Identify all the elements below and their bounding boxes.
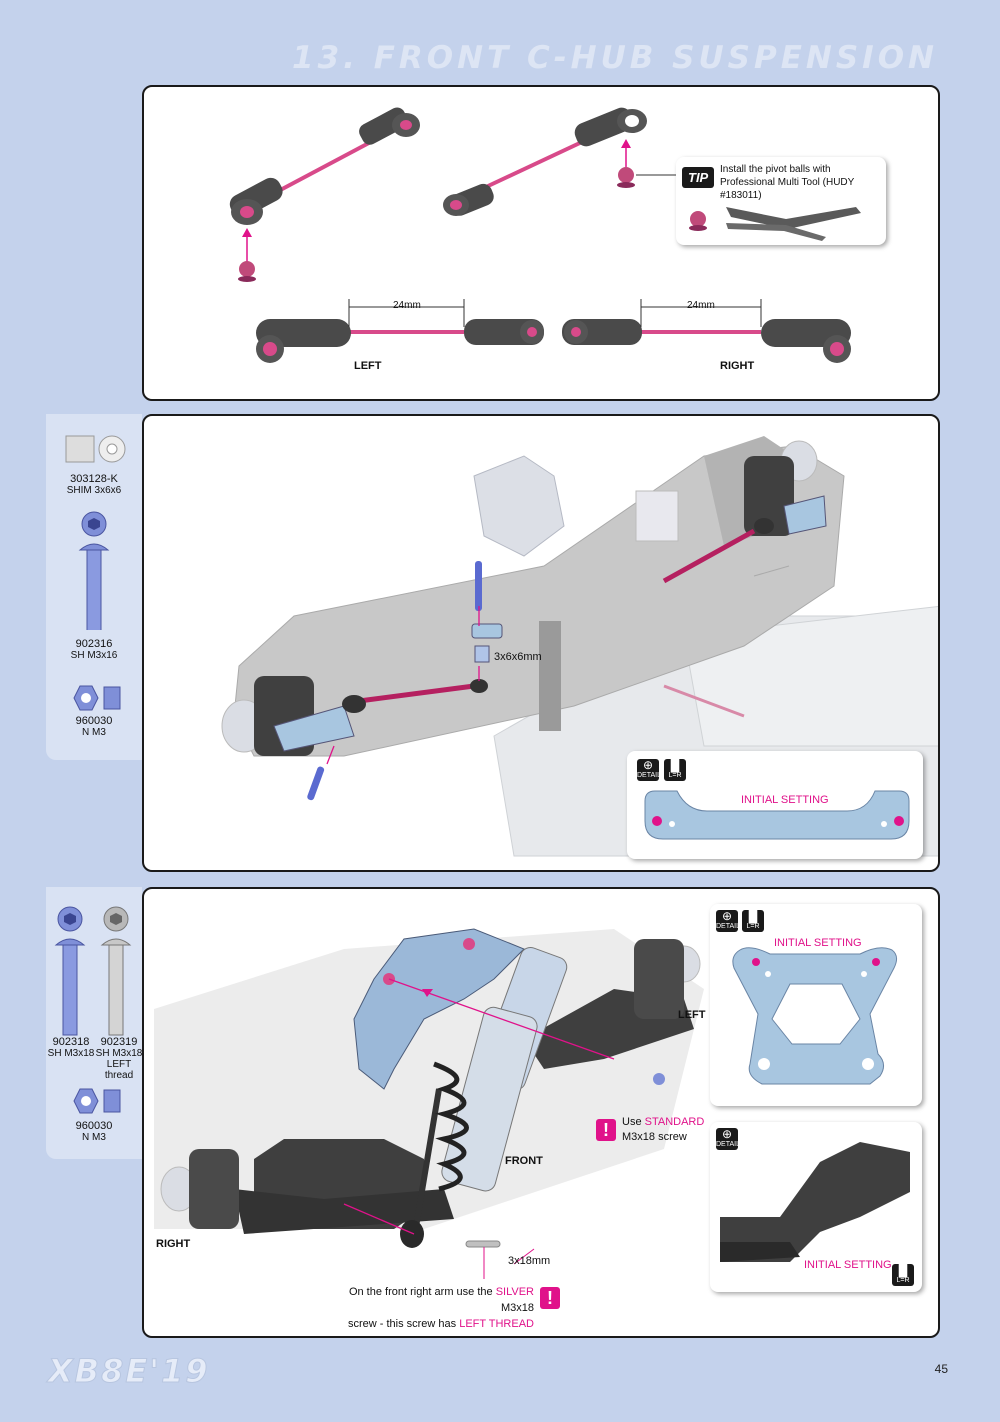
- nut-m3-icon: [73, 1088, 121, 1114]
- part-desc: N M3: [82, 727, 106, 738]
- step-panel-turnbuckles: 24mm 24mm LEFT RIGHT TIP Install the piv…: [142, 85, 940, 401]
- shim-icon: [65, 435, 126, 463]
- label-right: RIGHT: [720, 360, 755, 372]
- label-left: LEFT: [678, 1009, 706, 1021]
- left-equals-right-icon: ▐▌L=R: [892, 1264, 914, 1286]
- initial-setting-label: INITIAL SETTING: [741, 794, 829, 806]
- turnbuckle-illustration: [229, 107, 851, 363]
- brand-logo: XB8E'19: [48, 1352, 210, 1391]
- parts-bag-step3: 902318 SH M3x18 902319 SH M3x18 LEFT thr…: [46, 887, 142, 1159]
- part-code: 902316: [75, 638, 113, 650]
- part-code: 303128-K: [70, 473, 118, 485]
- nut-m3-icon: [73, 685, 121, 711]
- detail-icon: ⊕DETAIL: [637, 758, 661, 781]
- label-left: LEFT: [354, 360, 382, 372]
- chassis-illustration: [221, 436, 938, 857]
- step-panel-chassis-links: 3x6x6mm ⊕DETAIL ▐▌L=R INITIAL SETTING: [142, 414, 940, 872]
- warning-icon: !: [540, 1287, 560, 1309]
- shock-tower-drawing: [732, 947, 898, 1085]
- part-desc: SH M3x16: [70, 650, 118, 661]
- parts-bag-step2: 303128-K SHIM 3x6x6 902316 SH M3x16 9600…: [46, 414, 142, 760]
- shock-tower-initial-setting-inset: ⊕DETAIL ▐▌L=R INITIAL SETTING: [710, 904, 922, 1106]
- tip-box: TIP Install the pivot balls with Profess…: [676, 157, 886, 245]
- part-desc-2: LEFT thread: [104, 1059, 134, 1081]
- dimension-right: 24mm: [687, 300, 715, 311]
- lower-arm-initial-setting-inset: ⊕DETAIL INITIAL SETTING ▐▌L=R: [710, 1122, 922, 1292]
- part-code: 960030: [75, 715, 113, 727]
- screws-m3x18-icon: [54, 906, 132, 1036]
- detail-icon: ⊕DETAIL: [716, 909, 740, 932]
- detail-icon: ⊕DETAIL: [716, 1127, 740, 1150]
- part-960030-label: 960030 N M3: [46, 1120, 142, 1144]
- label-front: FRONT: [505, 1155, 543, 1167]
- left-equals-right-icon: ▐▌L=R: [664, 759, 686, 781]
- part-902316-label: 902316 SH M3x16: [46, 638, 142, 662]
- part-902319-label: 902319 SH M3x18 LEFT thread: [94, 1036, 144, 1082]
- part-902318-label: 902318 SH M3x18: [46, 1036, 96, 1060]
- part-960030-label: 960030 N M3: [46, 715, 142, 739]
- multi-tool-icon: [689, 207, 861, 241]
- callout-screw-3x18: 3x18mm: [508, 1255, 551, 1267]
- label-right: RIGHT: [156, 1238, 191, 1250]
- shock-assembly-illustration: [154, 928, 704, 1279]
- lower-arm-drawing: [720, 1142, 910, 1262]
- initial-setting-plate-inset: ⊕DETAIL ▐▌L=R INITIAL SETTING: [627, 751, 923, 859]
- use-standard-note: Use STANDARD M3x18 screw: [622, 1116, 705, 1143]
- part-code: 902319: [100, 1036, 138, 1048]
- screw-m3x16-icon: [78, 511, 110, 630]
- initial-setting-label: INITIAL SETTING: [774, 937, 862, 949]
- tip-badge: TIP: [682, 167, 715, 188]
- part-303128-label: 303128-K SHIM 3x6x6: [46, 473, 142, 497]
- initial-setting-label: INITIAL SETTING: [804, 1259, 892, 1271]
- warning-icon: !: [596, 1119, 616, 1141]
- part-code: 960030: [75, 1120, 113, 1132]
- part-desc: SH M3x18: [47, 1048, 95, 1059]
- dimension-left: 24mm: [393, 300, 421, 311]
- left-equals-right-icon: ▐▌L=R: [742, 910, 764, 932]
- part-code: 902318: [52, 1036, 90, 1048]
- part-desc: N M3: [82, 1132, 106, 1143]
- tip-text: Install the pivot balls with Professiona…: [720, 164, 855, 201]
- page-number: 45: [934, 1362, 948, 1376]
- steering-plate-drawing: [644, 790, 910, 840]
- page-title: 13. FRONT C-HUB SUSPENSION: [292, 40, 938, 76]
- left-thread-note: On the front right arm use the SILVER M3…: [347, 1286, 534, 1330]
- part-desc: SHIM 3x6x6: [66, 485, 122, 496]
- part-desc: SH M3x18: [95, 1048, 143, 1059]
- callout-shim-3x6x6: 3x6x6mm: [494, 651, 542, 663]
- step-panel-shock-tower: LEFT FRONT RIGHT ! Use STANDARD M3x18 sc…: [142, 887, 940, 1338]
